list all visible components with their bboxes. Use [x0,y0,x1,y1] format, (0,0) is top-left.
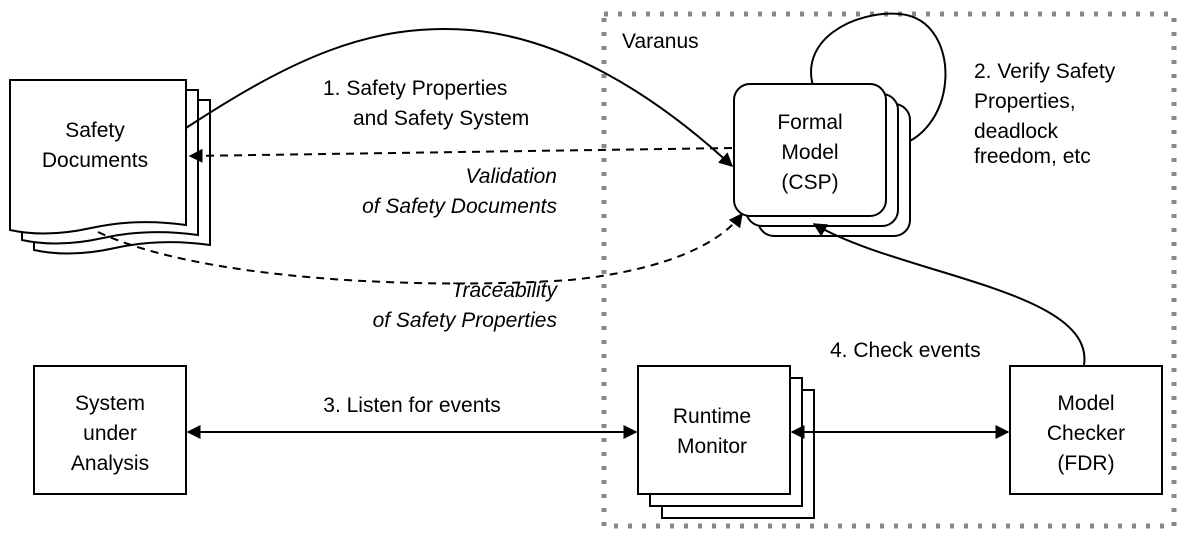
edge-2-label-line2: Properties, [974,90,1076,113]
formal-model-node: Formal Model (CSP) [733,83,911,237]
runtime-monitor-node: Runtime Monitor [637,365,815,519]
validation-label-line2: of Safety Documents [362,195,557,218]
safety-documents-node: Safety Documents [9,79,211,255]
safety-documents-label-line1: Safety [65,119,125,142]
formal-model-label-line3: (CSP) [781,171,838,194]
system-label-line1: System [75,392,145,415]
runtime-monitor-label-line1: Runtime [673,405,751,428]
safety-documents-label-line2: Documents [42,149,148,172]
system-under-analysis-node: System under Analysis [33,365,187,495]
system-label-line2: under [83,422,137,445]
varanus-container [601,11,1177,529]
system-label-line3: Analysis [71,452,149,475]
edge-4-label: 4. Check events [830,339,981,362]
verify-loop-arrow [810,12,947,154]
edge-1-label-line2: and Safety System [353,107,529,130]
check-events-model-arrow [812,223,1086,366]
traceability-arrow [97,212,743,285]
edge-2-label-line4: freedom, etc [974,145,1091,168]
edge-2-label-line1: 2. Verify Safety [974,60,1116,83]
safety-properties-arrow [185,28,734,167]
validation-label-line1: Validation [466,165,557,188]
traceability-label-line1: Traceability [451,279,558,302]
model-checker-label-line1: Model [1057,392,1114,415]
edge-2-label-line3: deadlock [974,120,1059,143]
edge-3-label: 3. Listen for events [323,394,500,417]
validation-arrow [188,147,733,163]
runtime-monitor-label-line2: Monitor [677,435,747,458]
formal-model-label-line1: Formal [777,111,842,134]
model-checker-node: Model Checker (FDR) [1009,365,1163,495]
edge-1-label-line1: 1. Safety Properties [323,77,507,100]
formal-model-label-line2: Model [781,141,838,164]
model-checker-label-line3: (FDR) [1057,452,1114,475]
traceability-label-line2: of Safety Properties [373,309,558,332]
model-checker-label-line2: Checker [1047,422,1125,445]
varanus-label: Varanus [622,30,699,53]
